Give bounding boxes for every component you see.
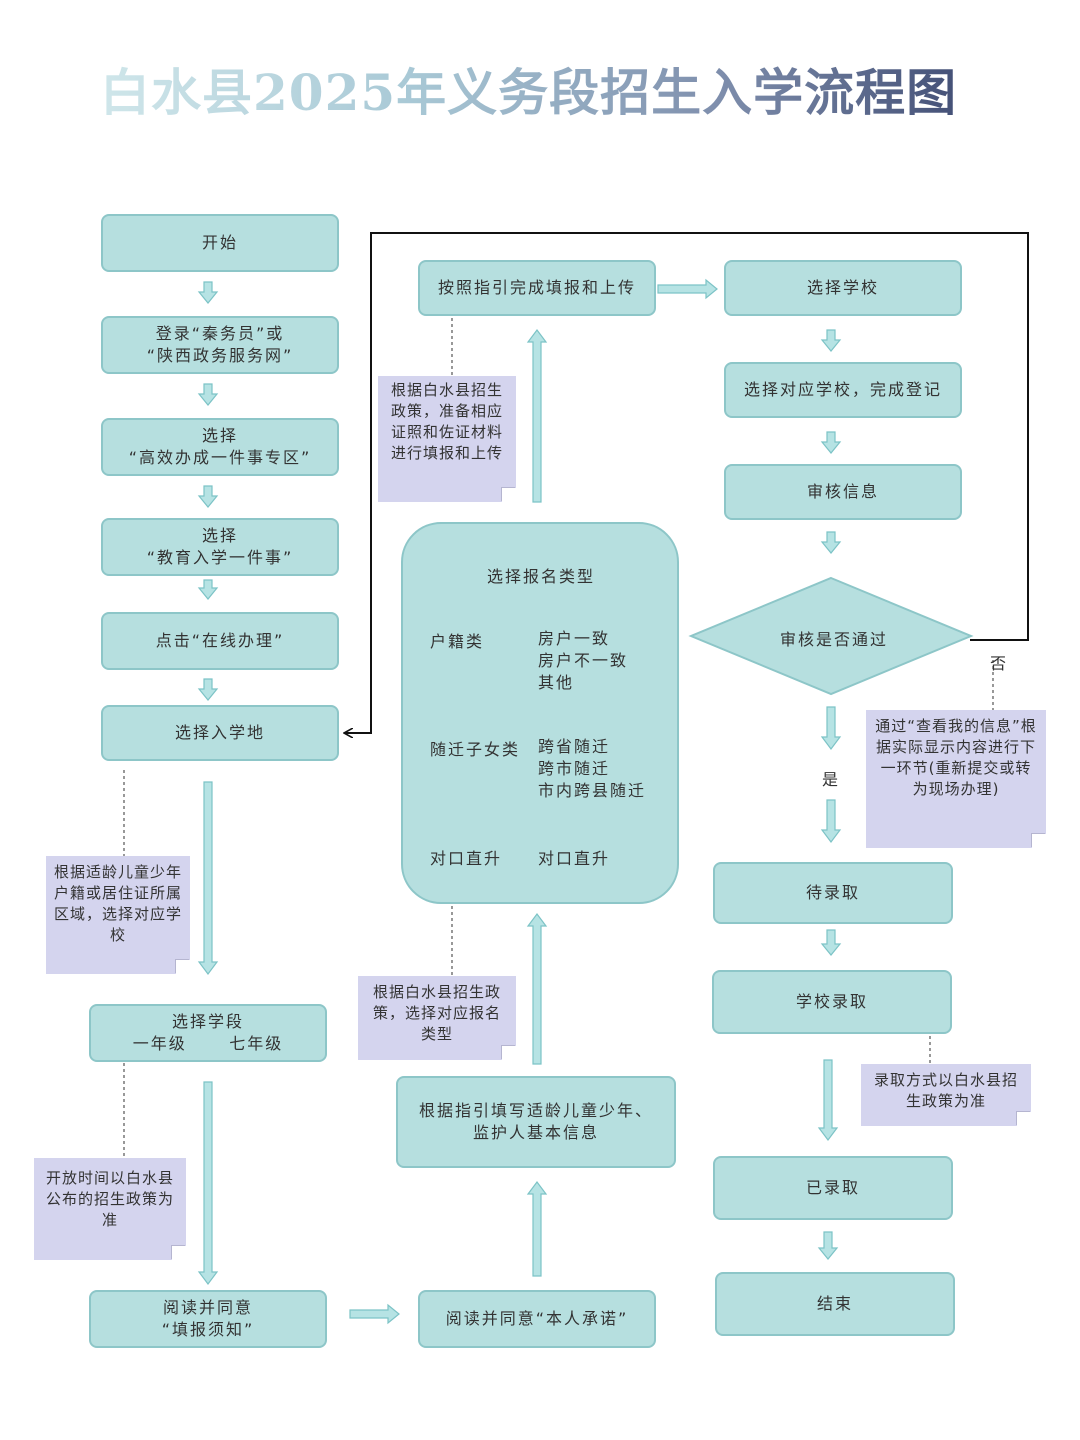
note-review: 通过“查看我的信息”根据实际显示内容进行下一环节(重新提交或转为现场办理) [866,710,1046,848]
arrow-right [657,278,718,300]
arrow-down [820,531,842,554]
admitted-label: 已录取 [805,1178,860,1197]
login-line1: 登录“秦务员”或 [155,324,285,343]
category-suiqian: 随迁子女类 [430,740,521,759]
option-item: 其他 [538,673,575,692]
note-place: 根据适龄儿童少年户籍或居住证所属区域，选择对应学校 [46,856,190,974]
select-register-label: 选择对应学校，完成登记 [743,380,942,399]
select-education-box: 选择 “教育入学一件事” [101,518,339,576]
select-school-box: 选择学校 [724,260,962,316]
select2-line1: 选择 [201,526,238,545]
note-upload-text: 根据白水县招生政策，准备相应证照和佐证材料进行填报和上传 [390,381,503,462]
stage-grade7: 七年级 [229,1034,284,1053]
note-category: 根据白水县招生政策，选择对应报名类型 [358,976,516,1060]
note-time-text: 开放时间以白水县公布的招生政策为准 [45,1169,174,1229]
arrow-down [820,706,842,750]
arrow-down [820,929,842,956]
arrow-down [820,329,842,352]
loop-line-no [345,232,1029,733]
fill-info-line1: 根据指引填写适龄儿童少年、 [418,1101,653,1120]
category-huji: 户籍类 [430,632,485,651]
huji-options: 房户一致 房户不一致 其他 [538,628,628,694]
note-category-text: 根据白水县招生政策，选择对应报名类型 [372,983,501,1043]
select1-line1: 选择 [201,426,238,445]
arrow-down-long [817,1059,839,1141]
login-box: 登录“秦务员”或 “陕西政务服务网” [101,316,339,374]
upload-label: 按照指引完成填报和上传 [437,278,636,297]
select-stage-box: 选择学段 一年级 七年级 [89,1004,327,1062]
fill-info-line2: 监护人基本信息 [472,1123,599,1142]
start-label: 开始 [201,233,238,252]
option-item: 市内跨县随迁 [538,781,647,800]
stage-options: 一年级 七年级 [133,1033,284,1055]
school-admit-label: 学校录取 [795,992,868,1011]
read-notice-line1: 阅读并同意 [162,1298,253,1317]
select-register-box: 选择对应学校，完成登记 [724,362,962,418]
fill-info-box: 根据指引填写适龄儿童少年、 监护人基本信息 [396,1076,676,1168]
note-admit-text: 录取方式以白水县招生政策为准 [873,1071,1018,1110]
note-place-text: 根据适龄儿童少年户籍或居住证所属区域，选择对应学校 [54,863,183,944]
read-notice-box: 阅读并同意 “填报须知” [89,1290,327,1348]
arrow-down-long [197,781,219,975]
arrow-up [526,329,548,503]
arrow-down [197,383,219,406]
yes-label: 是 [822,770,841,789]
note-review-text: 通过“查看我的信息”根据实际显示内容进行下一环节(重新提交或转为现场办理) [875,717,1037,798]
read-promise-label: 阅读并同意“本人承诺” [445,1309,629,1328]
start-box: 开始 [101,214,339,272]
arrow-up [526,913,548,1065]
no-label: 否 [990,654,1009,673]
category-box [401,522,679,904]
review-info-box: 审核信息 [724,464,962,520]
select-school-label: 选择学校 [806,278,879,297]
note-time: 开放时间以白水县公布的招生政策为准 [34,1158,186,1260]
option-item: 跨市随迁 [538,759,611,778]
end-label: 结束 [816,1294,853,1313]
admitted-box: 已录取 [713,1156,953,1220]
duikou-option: 对口直升 [538,849,611,868]
arrow-down [817,1231,839,1260]
arrow-right [349,1303,400,1325]
read-promise-box: 阅读并同意“本人承诺” [418,1290,656,1348]
arrow-down [820,799,842,843]
option-item: 房户不一致 [538,651,629,670]
arrow-down-long [197,1081,219,1285]
stage-grade1: 一年级 [132,1034,187,1053]
click-online-box: 点击“在线办理” [101,612,339,670]
read-notice-line2: “填报须知” [161,1320,255,1339]
select1-line2: “高效办成一件事专区” [128,448,312,467]
click-online-label: 点击“在线办理” [155,631,285,650]
stage-title: 选择学段 [171,1012,244,1031]
upload-box: 按照指引完成填报和上传 [418,260,656,316]
note-upload: 根据白水县招生政策，准备相应证照和佐证材料进行填报和上传 [378,376,516,502]
option-item: 房户一致 [538,629,611,648]
school-admit-box: 学校录取 [712,970,952,1034]
decision-label: 审核是否通过 [780,630,889,649]
category-duikou: 对口直升 [430,849,503,868]
note-admit: 录取方式以白水县招生政策为准 [861,1064,1031,1126]
select-place-label: 选择入学地 [174,723,265,742]
pending-box: 待录取 [713,862,953,924]
review-info-label: 审核信息 [806,482,879,501]
arrow-down [197,485,219,508]
select-place-box: 选择入学地 [101,705,339,761]
pending-label: 待录取 [805,883,860,902]
arrow-down [197,281,219,304]
login-line2: “陕西政务服务网” [146,346,294,365]
arrow-down [820,431,842,454]
decision-diamond [688,576,974,696]
option-item: 跨省随迁 [538,737,611,756]
page-title: 白水县2025年义务段招生入学流程图 [100,58,980,128]
arrow-down [197,579,219,600]
end-box: 结束 [715,1272,955,1336]
arrow-up [526,1181,548,1277]
category-title: 选择报名类型 [487,567,596,586]
select2-line2: “教育入学一件事” [146,548,294,567]
select-zone-box: 选择 “高效办成一件事专区” [101,418,339,476]
arrow-down [197,678,219,701]
suiqian-options: 跨省随迁 跨市随迁 市内跨县随迁 [538,736,646,802]
